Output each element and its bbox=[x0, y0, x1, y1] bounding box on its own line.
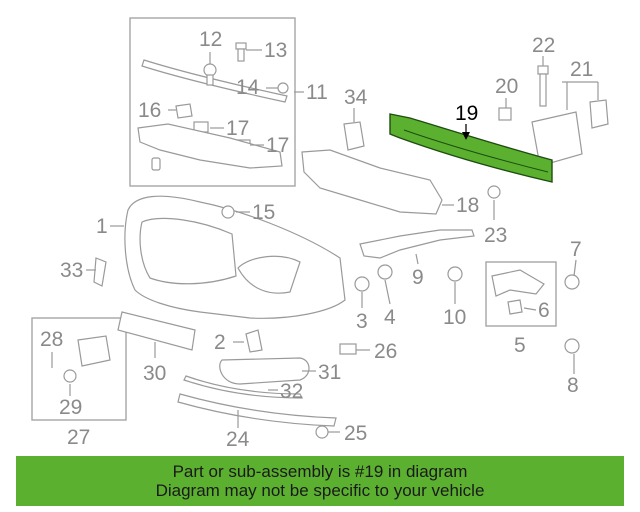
part-screw-29 bbox=[63, 369, 77, 383]
part-fastener-4 bbox=[377, 264, 393, 280]
callout-6: 6 bbox=[538, 299, 550, 322]
callout-32: 32 bbox=[280, 380, 303, 403]
callout-29: 29 bbox=[59, 396, 82, 419]
callout-16: 16 bbox=[138, 99, 161, 122]
part-energy-absorber-18 bbox=[301, 149, 443, 215]
callout-28: 28 bbox=[40, 328, 63, 351]
callout-3: 3 bbox=[356, 310, 368, 333]
part-screw-15 bbox=[221, 205, 235, 219]
callout-13: 13 bbox=[264, 39, 287, 62]
group-box-5 bbox=[485, 261, 557, 327]
part-energy-absorber-upper bbox=[137, 123, 283, 169]
callout-10: 10 bbox=[443, 306, 466, 329]
part-bracket-34 bbox=[343, 121, 365, 151]
callout-8: 8 bbox=[567, 374, 579, 397]
callout-23: 23 bbox=[484, 224, 507, 247]
part-guide-9 bbox=[359, 229, 475, 259]
callout-26: 26 bbox=[374, 340, 397, 363]
callout-18: 18 bbox=[456, 194, 479, 217]
callout-31: 31 bbox=[318, 361, 341, 384]
callout-1: 1 bbox=[96, 215, 108, 238]
part-license-trim-30 bbox=[117, 311, 196, 351]
callout-25: 25 bbox=[344, 422, 367, 445]
parts-diagram: 12 13 14 11 16 17 17 34 19 20 22 21 18 2… bbox=[31, 17, 609, 451]
callout-4: 4 bbox=[384, 306, 396, 329]
part-license-bracket-28 bbox=[77, 335, 111, 367]
callout-15: 15 bbox=[252, 201, 275, 224]
part-screw-10 bbox=[447, 266, 463, 282]
part-bracket-5 bbox=[491, 269, 545, 297]
part-clip-14 bbox=[277, 82, 289, 94]
banner-line-1: Part or sub-assembly is #19 in diagram bbox=[172, 462, 468, 481]
callout-19: 19 bbox=[455, 102, 478, 125]
part-lower-molding-24 bbox=[177, 393, 337, 427]
callout-11: 11 bbox=[306, 81, 328, 104]
part-screw-25 bbox=[315, 425, 329, 439]
part-fog-bezel-31 bbox=[219, 357, 310, 385]
part-clip-23 bbox=[487, 185, 501, 199]
group-box-11 bbox=[129, 17, 296, 187]
part-screw-8 bbox=[564, 338, 580, 354]
part-bracket-16 bbox=[175, 103, 193, 119]
callout-9: 9 bbox=[412, 266, 424, 289]
part-clip-26 bbox=[339, 343, 357, 355]
part-screw-13 bbox=[235, 42, 247, 62]
part-bracket-21 bbox=[531, 99, 609, 167]
part-nut-20 bbox=[498, 107, 512, 121]
part-bolt-22 bbox=[537, 65, 549, 107]
part-clip-2 bbox=[245, 329, 263, 353]
callout-5: 5 bbox=[514, 334, 526, 357]
group-box-27 bbox=[31, 317, 127, 421]
leader-lines bbox=[51, 49, 599, 433]
callout-17a: 17 bbox=[226, 117, 249, 140]
callout-24: 24 bbox=[226, 428, 250, 451]
part-bumper-cover bbox=[124, 195, 346, 319]
info-banner: Part or sub-assembly is #19 in diagram D… bbox=[16, 456, 624, 506]
callout-33: 33 bbox=[60, 259, 83, 282]
part-upper-molding-strip bbox=[141, 59, 288, 103]
callout-7: 7 bbox=[570, 238, 582, 261]
part-lower-strip-32 bbox=[183, 375, 303, 399]
callout-2: 2 bbox=[214, 331, 226, 354]
callout-27: 27 bbox=[67, 426, 90, 449]
callout-21: 21 bbox=[570, 58, 593, 81]
callout-12: 12 bbox=[199, 28, 222, 51]
part-screw-7 bbox=[564, 274, 580, 290]
part-bracket-33 bbox=[93, 257, 107, 287]
callout-20: 20 bbox=[495, 75, 518, 98]
callout-22: 22 bbox=[532, 34, 555, 57]
callout-30: 30 bbox=[143, 362, 166, 385]
callout-14: 14 bbox=[236, 76, 260, 99]
leader-19-arrowhead bbox=[462, 132, 470, 140]
banner-line-2: Diagram may not be specific to your vehi… bbox=[155, 481, 485, 500]
part-clip-3 bbox=[354, 276, 370, 292]
callout-34: 34 bbox=[344, 86, 368, 109]
part-small-insert bbox=[151, 157, 161, 171]
part-clip-6 bbox=[507, 299, 523, 315]
callout-17b: 17 bbox=[266, 134, 289, 157]
part-impact-bar-19[interactable] bbox=[389, 113, 553, 183]
